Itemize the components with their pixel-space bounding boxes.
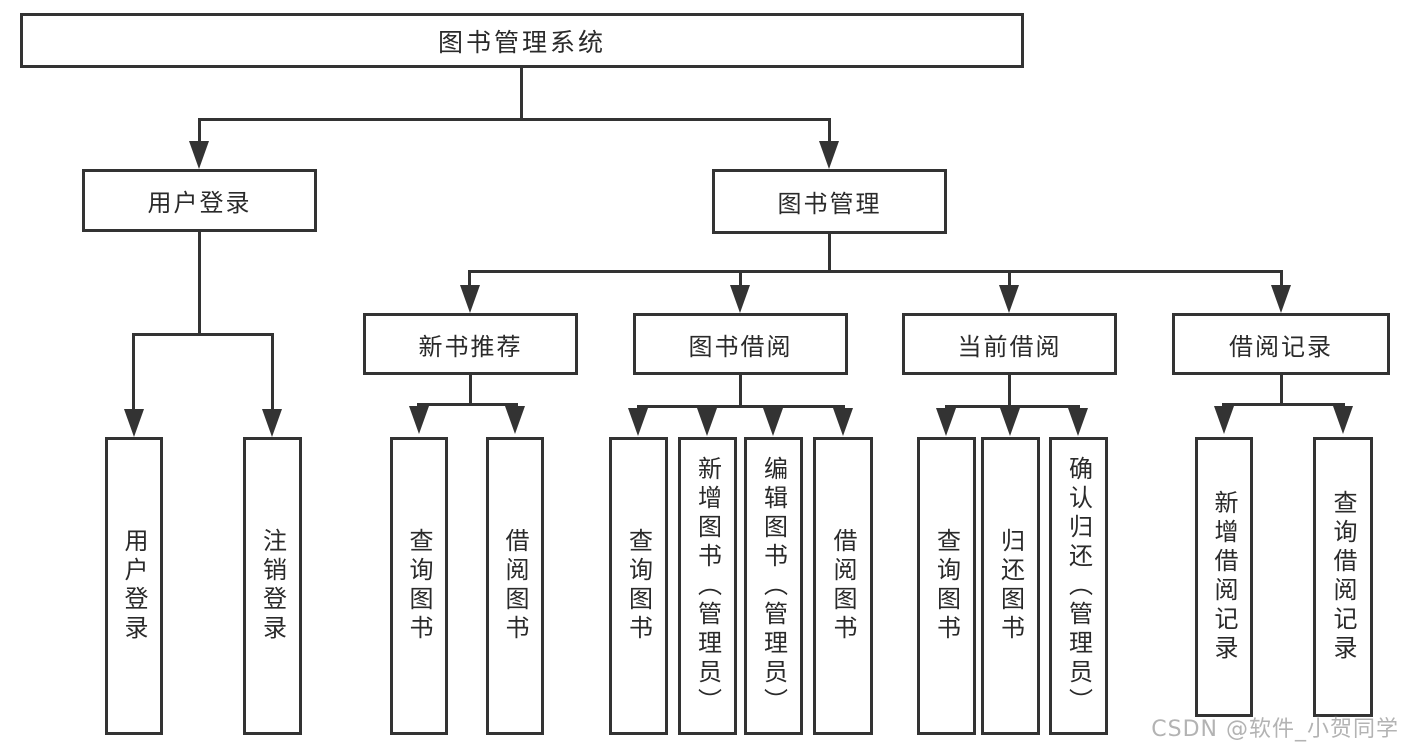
leaf-logout: 注销登录 — [243, 437, 302, 735]
arrow-down-icon — [628, 408, 648, 436]
leaf-cur-return-books: 归还图书 — [981, 437, 1040, 735]
arrow-down-icon — [460, 285, 480, 313]
arrow-down-icon — [1068, 408, 1088, 436]
leaf-records-add: 新增借阅记录 — [1195, 437, 1253, 717]
connector-to-leaf-login — [132, 334, 135, 410]
node-borrowing-records: 借阅记录 — [1172, 313, 1390, 375]
leaf-user-login-label: 用户登录 — [120, 528, 148, 644]
arrow-down-icon — [409, 406, 429, 434]
node-current-borrowing-label: 当前借阅 — [957, 332, 1062, 361]
node-borrowing-records-label: 借阅记录 — [1229, 332, 1333, 361]
arrow-down-icon — [124, 409, 144, 437]
leaf-borrow-add-books-label: 新增图书（管理员） — [693, 455, 722, 717]
leaf-borrow-edit-books-label: 编辑图书（管理员） — [759, 455, 788, 717]
arrow-down-icon — [999, 285, 1019, 313]
node-book-management: 图书管理 — [712, 169, 947, 234]
leaf-user-login: 用户登录 — [105, 437, 163, 735]
arrow-down-icon — [763, 408, 783, 436]
node-user-login: 用户登录 — [82, 169, 317, 232]
connector-records-bar — [1222, 403, 1345, 406]
connector-borrow-stem — [739, 375, 742, 407]
connector-mgmt-stem — [828, 234, 831, 272]
connector-root-bar — [198, 118, 831, 121]
node-current-borrowing: 当前借阅 — [902, 313, 1117, 375]
leaf-rec-query-books: 查询图书 — [390, 437, 448, 735]
node-new-book-recommendation-label: 新书推荐 — [418, 332, 523, 361]
leaf-records-query-label: 查询借阅记录 — [1329, 490, 1357, 664]
leaf-logout-label: 注销登录 — [258, 528, 287, 644]
connector-to-new-book-rec — [468, 272, 471, 286]
leaf-rec-borrow-books: 借阅图书 — [486, 437, 544, 735]
leaf-cur-return-books-label: 归还图书 — [996, 528, 1025, 644]
leaf-cur-query-books-label: 查询图书 — [932, 528, 961, 644]
arrow-down-icon — [819, 141, 839, 169]
arrow-down-icon — [697, 408, 717, 436]
leaf-cur-query-books: 查询图书 — [917, 437, 976, 735]
arrow-down-icon — [833, 408, 853, 436]
arrow-down-icon — [1271, 285, 1291, 313]
arrow-down-icon — [730, 285, 750, 313]
arrow-down-icon — [1000, 408, 1020, 436]
connector-current-bar — [945, 405, 1080, 408]
arrow-down-icon — [936, 408, 956, 436]
node-user-login-label: 用户登录 — [147, 189, 252, 217]
node-library-system-label: 图书管理系统 — [437, 27, 606, 57]
connector-to-user-login — [198, 119, 201, 142]
leaf-borrow-query-books-label: 查询图书 — [624, 528, 653, 644]
leaf-borrow-add-books: 新增图书（管理员） — [678, 437, 737, 735]
connector-root-stem — [520, 68, 523, 120]
leaf-rec-query-books-label: 查询图书 — [405, 528, 433, 644]
leaf-records-query: 查询借阅记录 — [1313, 437, 1373, 717]
connector-mgmt-bar — [468, 270, 1283, 273]
connector-rec-stem — [469, 375, 472, 406]
leaf-borrow-borrow-books: 借阅图书 — [813, 437, 873, 735]
leaf-records-add-label: 新增借阅记录 — [1210, 490, 1238, 664]
connector-to-book-mgmt — [828, 119, 831, 142]
connector-records-stem — [1280, 375, 1283, 405]
node-book-borrowing: 图书借阅 — [633, 313, 848, 375]
node-book-borrowing-label: 图书借阅 — [688, 332, 793, 361]
connector-to-leaf-logout — [271, 334, 274, 410]
leaf-cur-confirm-return: 确认归还（管理员） — [1049, 437, 1108, 735]
connector-to-current-borrow — [1008, 272, 1011, 286]
leaf-borrow-query-books: 查询图书 — [609, 437, 668, 735]
arrow-down-icon — [189, 141, 209, 169]
node-library-system: 图书管理系统 — [20, 13, 1024, 68]
arrow-down-icon — [262, 409, 282, 437]
node-new-book-recommendation: 新书推荐 — [363, 313, 578, 375]
leaf-borrow-borrow-books-label: 借阅图书 — [829, 528, 857, 644]
leaf-borrow-edit-books: 编辑图书（管理员） — [744, 437, 803, 735]
arrow-down-icon — [505, 406, 525, 434]
connector-to-borrow-records — [1280, 272, 1283, 286]
leaf-cur-confirm-return-label: 确认归还（管理员） — [1064, 455, 1093, 717]
arrow-down-icon — [1333, 406, 1353, 434]
connector-current-stem — [1008, 375, 1011, 407]
leaf-rec-borrow-books-label: 借阅图书 — [501, 528, 529, 644]
connector-login-bar — [132, 333, 274, 336]
connector-to-book-borrow — [739, 272, 742, 286]
arrow-down-icon — [1214, 406, 1234, 434]
node-book-management-label: 图书管理 — [777, 190, 882, 218]
connector-borrow-bar — [637, 405, 845, 408]
connector-rec-bar — [417, 403, 518, 406]
csdn-watermark: CSDN @软件_小贺同学 — [1151, 717, 1399, 742]
connector-login-stem — [198, 232, 201, 335]
